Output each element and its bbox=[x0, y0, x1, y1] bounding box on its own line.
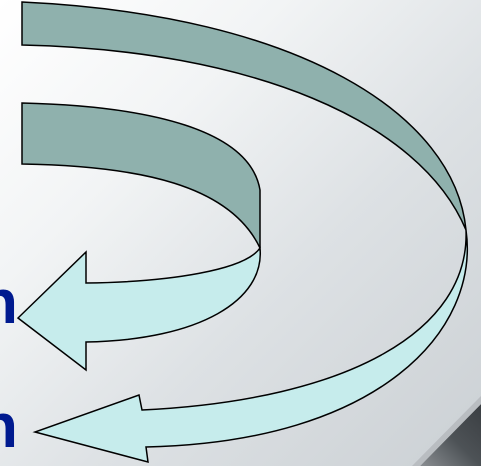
partial-text-upper: n bbox=[0, 272, 18, 334]
inner-arrow-front-band bbox=[18, 248, 260, 370]
inner-arrow-back-band bbox=[22, 103, 260, 248]
partial-text-lower: n bbox=[0, 396, 18, 458]
